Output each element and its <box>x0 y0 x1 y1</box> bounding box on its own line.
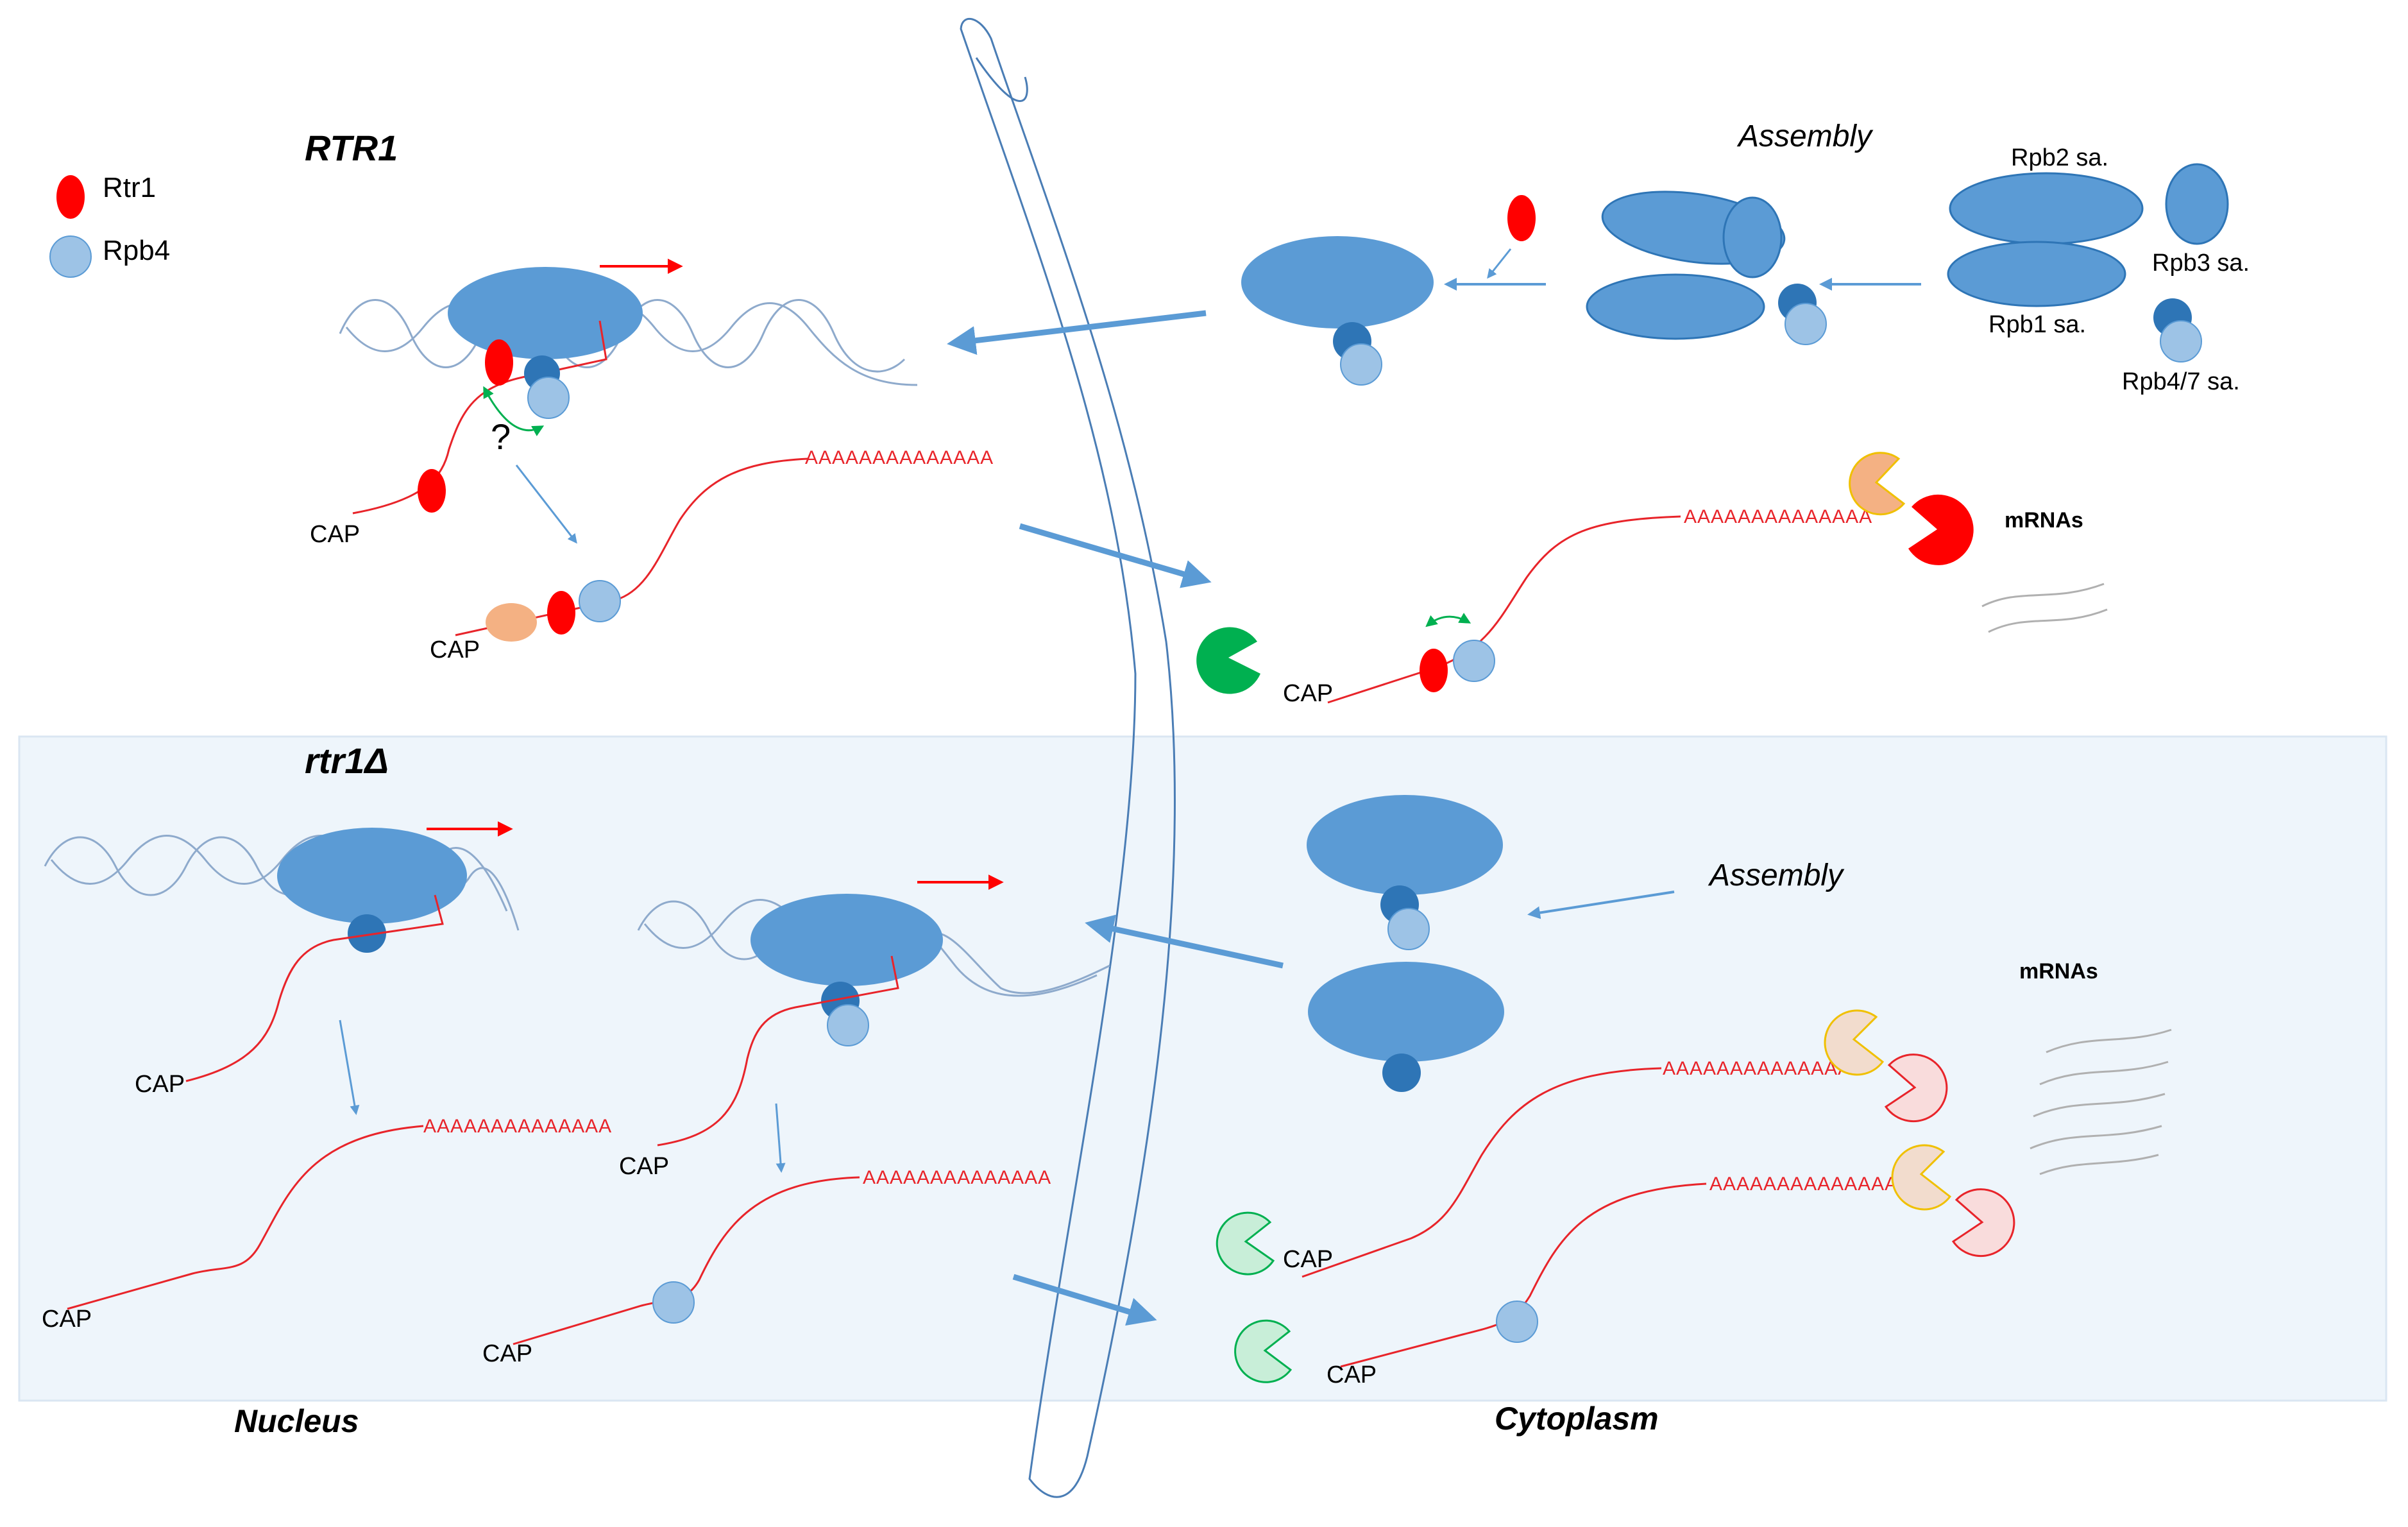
legend-rtr1-icon <box>56 175 85 219</box>
mut-decapping-enzyme-upper <box>1216 1211 1275 1275</box>
wt-rtr1-on-pol2 <box>485 339 513 386</box>
mut-assembled-pol2-lower <box>1308 962 1504 1062</box>
mut-rpb4-released-mrna <box>652 1281 695 1324</box>
wt-cytoplasmic-rtr1 <box>1507 195 1536 241</box>
mut-deadenylase-orange-lower <box>1891 1144 1952 1211</box>
mut-rpb7-left <box>348 914 386 953</box>
rpb2-subassembly <box>1949 172 2144 245</box>
mut-polya-middle: AAAAAAAAAAAAAA <box>863 1167 1051 1188</box>
mutant-title: rtr1Δ <box>305 740 389 781</box>
mut-pol2-left <box>277 828 467 924</box>
legend-rpb4-icon <box>49 235 92 278</box>
wt-assembled-pol2 <box>1241 236 1434 328</box>
wt-deadenylase-orange <box>1849 452 1906 516</box>
mut-released-mrna-left <box>67 1125 424 1310</box>
mut-import-arrow <box>1085 914 1284 969</box>
mut-polya-left: AAAAAAAAAAAAAA <box>423 1116 612 1137</box>
rpb3-subassembly <box>2165 163 2229 245</box>
wt-question-mark: ? <box>491 416 511 457</box>
rpb2-subassembly-label: Rpb2 sa. <box>2011 144 2108 171</box>
rpb1-subassembly-label: Rpb1 sa. <box>1988 311 2086 338</box>
rpb3-subassembly-label: Rpb3 sa. <box>2152 250 2250 277</box>
mut-cytoplasmic-mrna-upper <box>1302 1067 1662 1278</box>
mut-assembled-pol2-upper <box>1307 795 1503 895</box>
wild-type-title: RTR1 <box>305 128 398 168</box>
mut-release-arrow-middle <box>775 1103 786 1173</box>
wt-rpb4-on-released-mrna <box>579 580 621 622</box>
mut-assembly-arrow <box>1527 891 1675 919</box>
wt-deadenylase-red <box>1908 494 1974 565</box>
mut-cap-label-1: CAP <box>135 1071 185 1098</box>
mut-rpb4-middle <box>827 1004 869 1046</box>
wt-cytoplasmic-polya: AAAAAAAAAAAAAA <box>1684 506 1872 527</box>
wt-pol2-transcribing <box>448 267 643 359</box>
wt-assembled-rpb4 <box>1340 343 1382 386</box>
mut-cytoplasmic-polya-upper: AAAAAAAAAAAAAA <box>1663 1058 1851 1079</box>
wt-rpb4-cytoplasmic-mrna <box>1453 640 1495 682</box>
partial-complex-round <box>1722 196 1783 278</box>
wt-cytoplasmic-mrna <box>1327 515 1681 704</box>
mut-nascent-mrna-middle <box>657 955 899 1147</box>
mut-cytoplasmic-mrna-lower <box>1340 1182 1707 1368</box>
rpb4-subassembly <box>2160 320 2202 363</box>
wt-rtr1-cytoplasmic-mrna <box>1420 649 1448 692</box>
legend-rtr1-label: Rtr1 <box>103 172 156 203</box>
mut-cap-label-6: CAP <box>1327 1361 1377 1388</box>
wt-cap-binding-protein <box>486 603 537 642</box>
mut-mrnas-label: mRNAs <box>2019 959 2098 984</box>
rpb1-subassembly <box>1947 241 2126 307</box>
wt-assembly-label: Assembly <box>1736 119 1874 153</box>
wt-export-arrow <box>1019 523 1212 588</box>
nuclear-envelope <box>960 17 1176 1498</box>
mut-cap-label-3: CAP <box>619 1153 669 1180</box>
mut-cytoplasmic-polya-lower: AAAAAAAAAAAAAA <box>1709 1173 1898 1195</box>
wt-exchange-double-arrow <box>483 386 545 436</box>
mut-cap-label-4: CAP <box>482 1340 532 1367</box>
cytoplasm-label: Cytoplasm <box>1495 1401 1659 1437</box>
wt-import-arrow <box>947 310 1207 355</box>
wt-release-arrow <box>515 465 577 544</box>
mut-deadenylase-orange-upper <box>1824 1009 1885 1076</box>
mut-deadenylase-red-upper <box>1884 1054 1948 1123</box>
mut-release-arrow-left <box>339 1019 360 1115</box>
mut-assembly-label: Assembly <box>1708 858 1845 892</box>
wt-cap-label-3: CAP <box>1283 680 1333 707</box>
wt-mrnas-label: mRNAs <box>2005 508 2083 533</box>
rpb47-subassembly-label: Rpb4/7 sa. <box>2122 368 2240 395</box>
wt-cap-label-1: CAP <box>310 521 360 548</box>
partial-complex-rpb4 <box>1785 303 1827 345</box>
wt-nuclear-polya: AAAAAAAAAAAAAA <box>805 447 994 468</box>
mut-export-arrow <box>1012 1274 1157 1326</box>
mut-rpb4-cytoplasmic-mrna <box>1496 1301 1538 1343</box>
wt-rtr1-binding-arrow <box>1487 248 1512 279</box>
mut-assembled-rpb4-upper <box>1387 908 1430 950</box>
wt-released-mrna <box>455 457 809 636</box>
mut-assembled-rpb7-lower <box>1382 1054 1421 1092</box>
wt-cytoplasmic-exchange-arrow <box>1425 613 1471 627</box>
legend-rpb4-label: Rpb4 <box>103 235 170 266</box>
wt-decapping-enzyme <box>1196 627 1260 694</box>
mut-cap-label-5: CAP <box>1283 1246 1333 1273</box>
mut-deadenylase-red-lower <box>1951 1188 2015 1258</box>
wt-rpb4-on-pol2 <box>527 377 570 419</box>
partial-complex-lower <box>1586 273 1765 340</box>
wt-decayed-mrnas <box>1981 583 2108 633</box>
wt-rtr1-on-mrna <box>418 469 446 513</box>
wt-cap-label-2: CAP <box>430 636 480 663</box>
mut-pol2-middle <box>750 894 943 986</box>
nucleus-label: Nucleus <box>234 1403 359 1439</box>
mut-decayed-mrnas <box>2030 1028 2172 1175</box>
mut-cap-label-2: CAP <box>42 1306 92 1333</box>
mut-decapping-enzyme-lower <box>1234 1319 1293 1383</box>
mut-nascent-mrna-left <box>185 894 444 1082</box>
wt-rtr1-on-released-mrna <box>547 591 575 635</box>
